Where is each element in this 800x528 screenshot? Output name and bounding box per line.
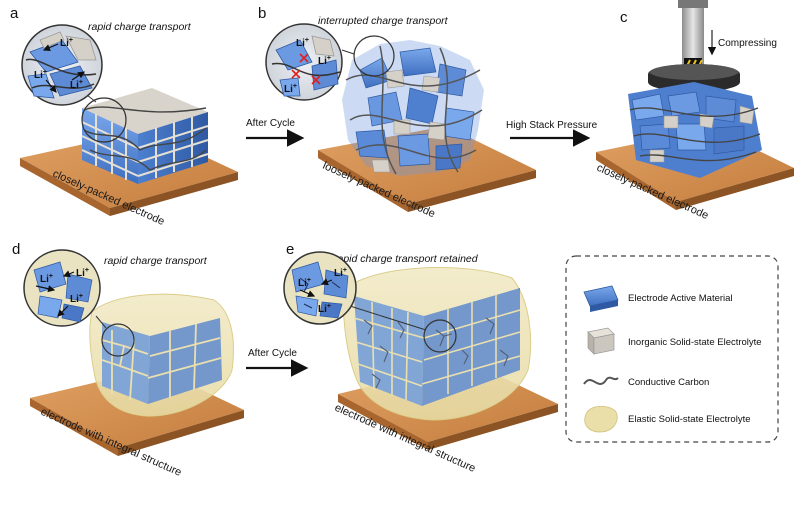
legend-item-conductive-carbon: Conductive Carbon bbox=[583, 376, 709, 388]
compress-label: Compressing bbox=[718, 38, 777, 49]
arrow-d-to-e-label: After Cycle bbox=[248, 348, 297, 359]
panel-c: c Compressing bbox=[595, 0, 794, 222]
ion-label-d3: Li+ bbox=[70, 293, 83, 305]
crack-lines bbox=[363, 317, 509, 389]
panel-letter-c: c bbox=[620, 9, 628, 26]
legend-label-active-material: Electrode Active Material bbox=[628, 293, 733, 304]
zoom-circle-e: Li+ Li+ Li+ bbox=[283, 251, 457, 353]
arrow-b-to-c: High Stack Pressure bbox=[506, 120, 598, 147]
electrode-cluster-b bbox=[342, 40, 484, 176]
panel-d-caption: rapid charge transport bbox=[104, 255, 208, 267]
panel-e: e rapid charge transport retained bbox=[283, 241, 558, 475]
gray-block-icon bbox=[587, 327, 615, 355]
ion-label-a3: Li+ bbox=[70, 79, 83, 91]
ion-label-d1: Li+ bbox=[40, 273, 53, 285]
arrow-d-to-e: After Cycle bbox=[246, 348, 309, 377]
zoom-circle-d: Li+ Li+ Li+ bbox=[23, 249, 135, 357]
ion-label-b1: Li+ bbox=[296, 37, 309, 49]
ion-label-e3: Li+ bbox=[318, 303, 331, 315]
panel-b-caption: interrupted charge transport bbox=[318, 15, 449, 27]
panel-letter-d: d bbox=[12, 241, 20, 258]
zoom-circle-a: Li+ Li+ Li+ bbox=[21, 24, 127, 143]
yellow-blob-icon bbox=[584, 405, 618, 433]
legend-label-inorganic-electrolyte: Inorganic Solid-state Electrolyte bbox=[628, 337, 762, 348]
arrow-a-to-b-label: After Cycle bbox=[246, 118, 295, 129]
legend-item-elastic-electrolyte: Elastic Solid-state Electrolyte bbox=[584, 405, 751, 433]
blocked-transport-icon bbox=[291, 53, 321, 85]
electrode-cluster-c bbox=[628, 82, 762, 178]
carbon-line-icon bbox=[583, 376, 619, 385]
panel-b: b interrupted charge transport bbox=[258, 5, 536, 220]
ion-label-e2: Li+ bbox=[334, 267, 347, 279]
legend-label-elastic-electrolyte: Elastic Solid-state Electrolyte bbox=[628, 414, 751, 425]
ion-label-e1: Li+ bbox=[298, 277, 311, 289]
arrow-a-to-b: After Cycle bbox=[246, 118, 305, 147]
electrode-cube-a bbox=[81, 88, 209, 184]
ion-label-b3: Li+ bbox=[284, 83, 297, 95]
ion-label-a2: Li+ bbox=[34, 69, 47, 81]
panel-e-caption: rapid charge transport retained bbox=[334, 253, 479, 265]
panel-d: d rapid charge transport bbox=[12, 241, 244, 479]
electrode-block-e bbox=[343, 267, 532, 421]
legend-item-active-material: Electrode Active Material bbox=[583, 285, 733, 312]
legend-item-inorganic-electrolyte: Inorganic Solid-state Electrolyte bbox=[587, 327, 762, 355]
ion-label-d2: Li+ bbox=[76, 267, 89, 279]
panel-a-caption: rapid charge transport bbox=[88, 21, 192, 33]
ion-label-a1: Li+ bbox=[60, 37, 73, 49]
panel-letter-b: b bbox=[258, 5, 266, 22]
legend-label-conductive-carbon: Conductive Carbon bbox=[628, 377, 709, 388]
panel-letter-a: a bbox=[10, 5, 19, 22]
legend: Electrode Active Material Inorganic Soli… bbox=[565, 255, 779, 443]
panel-a: a rapid charge transport bbox=[10, 5, 238, 228]
ion-label-b2: Li+ bbox=[318, 55, 331, 67]
arrow-b-to-c-label: High Stack Pressure bbox=[506, 120, 598, 131]
electrode-block-d bbox=[89, 293, 234, 417]
panel-letter-e: e bbox=[286, 241, 294, 258]
zoom-circle-b: Li+ Li+ Li+ bbox=[265, 23, 395, 101]
compress-arrow: Compressing bbox=[707, 30, 777, 56]
